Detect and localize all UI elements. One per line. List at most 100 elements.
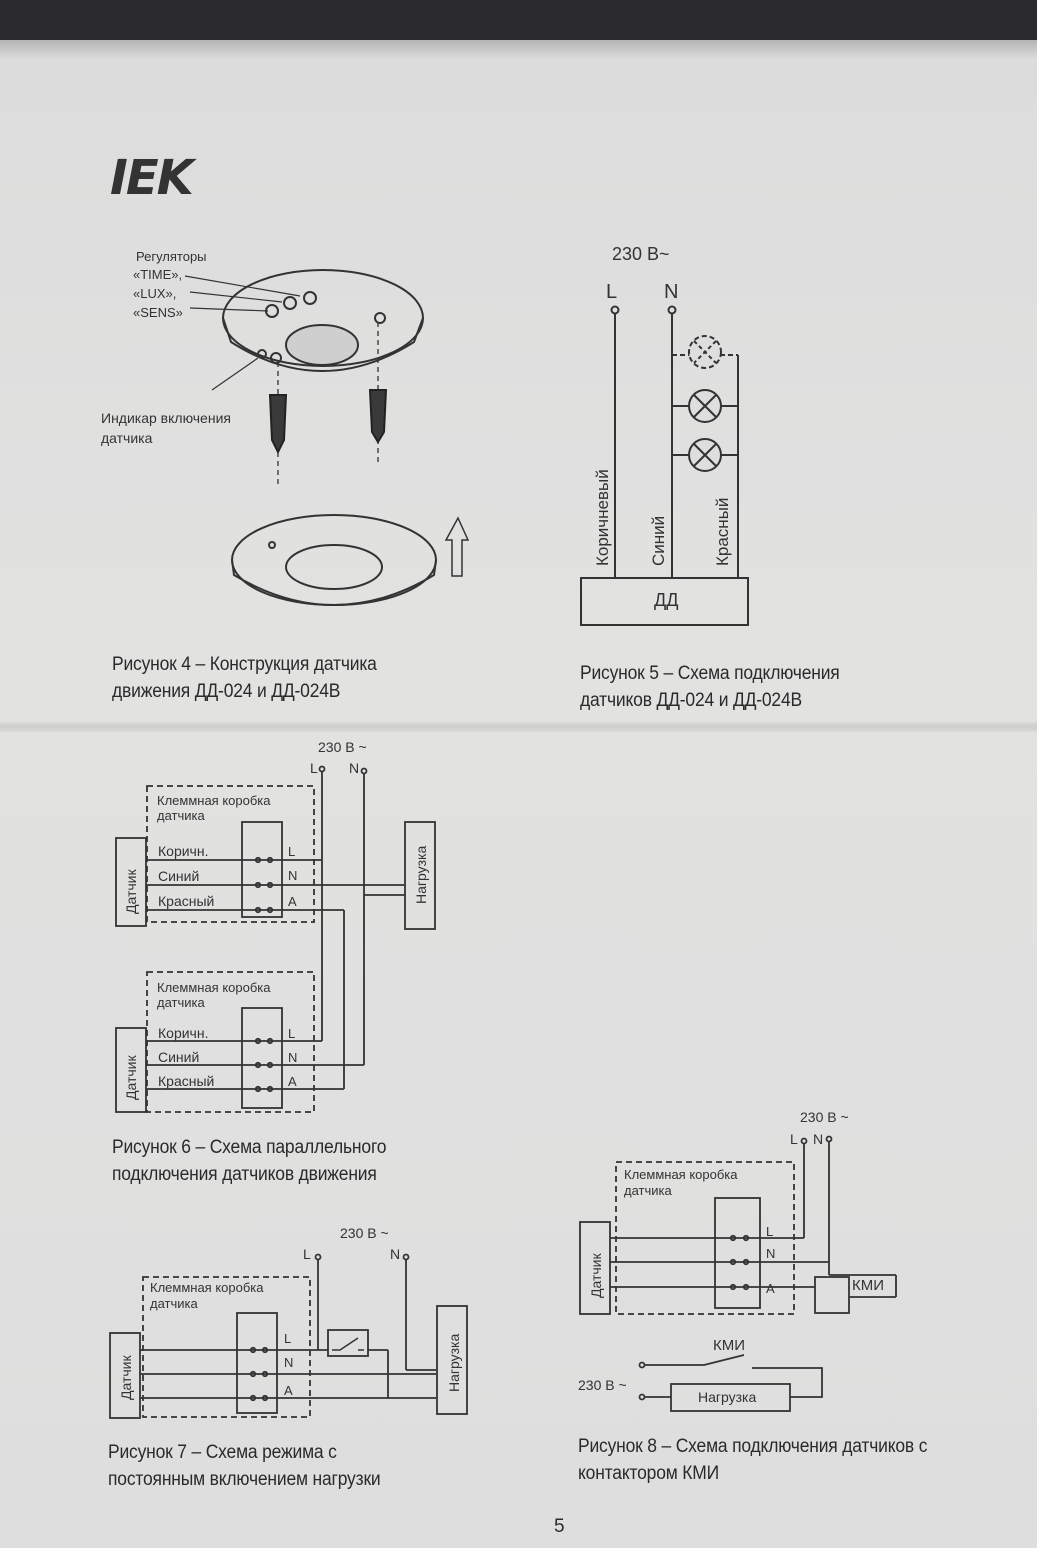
figure4-caption-line1: Рисунок 4 – Конструкция датчика xyxy=(112,654,377,675)
fig5-N: N xyxy=(664,281,678,303)
terminal-dot xyxy=(402,1253,410,1261)
figure6-caption-line2: подключения датчиков движения xyxy=(112,1164,377,1185)
sensor-body-side xyxy=(222,317,424,372)
figure7-caption-line1: Рисунок 7 – Схема режима с xyxy=(108,1442,337,1463)
lamp-icon xyxy=(688,389,722,423)
sensor-box-fig7 xyxy=(109,1332,141,1419)
lux-label: «LUX», xyxy=(133,286,176,301)
time-label: «TIME», xyxy=(133,267,182,282)
terminal-block-1 xyxy=(241,821,283,918)
figure5-caption-line1: Рисунок 5 – Схема подключения xyxy=(580,663,840,684)
fig8-term-N: N xyxy=(766,1246,775,1261)
indicator-label: Индикар включения xyxy=(101,410,231,426)
leader-line xyxy=(211,357,259,391)
regulator-knob xyxy=(303,291,317,305)
fig8-L: L xyxy=(790,1131,798,1147)
figure4-caption-line2: движения ДД-024 и ДД-024В xyxy=(112,681,341,702)
figure5-caption-line2: датчиков ДД-024 и ДД-024В xyxy=(580,690,802,711)
fig6-brown-1: Коричн. xyxy=(158,843,208,859)
figure5-drawing: 230 В~ L N ДД Коричневый Синий Красный xyxy=(580,244,749,626)
fig6-L: L xyxy=(310,760,318,776)
base-plate xyxy=(231,514,437,606)
fig6-red-2: Красный xyxy=(158,1073,214,1089)
fig7-voltage: 230 В ~ xyxy=(340,1225,389,1241)
figure8-caption-line1: Рисунок 8 – Схема подключения датчиков с xyxy=(578,1436,928,1457)
terminal-box-1 xyxy=(146,785,315,923)
screw-icon xyxy=(268,362,288,485)
fig7-term-L: L xyxy=(284,1331,291,1346)
load-box-fig8 xyxy=(670,1383,791,1412)
fig6-red-1: Красный xyxy=(158,893,214,909)
fig5-device: ДД xyxy=(654,590,678,610)
page-shadow xyxy=(0,40,1037,60)
base-plate-hole xyxy=(285,544,383,590)
fig6-box1-label2: датчика xyxy=(157,808,205,823)
base-screw-hole xyxy=(268,541,276,549)
figure8-caption: Рисунок 8 – Схема подключения датчиков с… xyxy=(578,1433,927,1487)
terminal-box-2 xyxy=(146,971,315,1113)
fig6-brown-2: Коричн. xyxy=(158,1025,208,1041)
fig8-box-label: Клеммная коробка xyxy=(624,1167,738,1182)
terminal-dot xyxy=(825,1135,833,1143)
regulators-label: Регуляторы xyxy=(136,249,207,264)
terminal-dot xyxy=(800,1137,808,1145)
fig8-box-label2: датчика xyxy=(624,1183,672,1198)
page-number: 5 xyxy=(554,1516,565,1537)
terminal-box-fig7 xyxy=(142,1276,311,1418)
fig6-voltage: 230 В ~ xyxy=(318,739,367,755)
fig6-sensor-1: Датчик xyxy=(123,869,139,914)
sens-label: «SENS» xyxy=(133,305,183,320)
terminal-dot xyxy=(314,1253,322,1261)
indicator-label-2: датчика xyxy=(101,430,153,446)
screw-hole xyxy=(374,312,386,324)
fig7-term-A: A xyxy=(284,1383,293,1398)
fig6-N: N xyxy=(349,760,359,776)
lamp-icon xyxy=(688,335,722,369)
fig7-L: L xyxy=(303,1246,311,1262)
fig8-N: N xyxy=(813,1131,823,1147)
sensor-box-1 xyxy=(115,837,147,927)
terminal-dot xyxy=(318,765,326,773)
figure7-caption: Рисунок 7 – Схема режима с постоянным вк… xyxy=(108,1439,381,1493)
screw-hole xyxy=(270,352,282,364)
fig8-term-L: L xyxy=(766,1224,773,1239)
figure6-caption: Рисунок 6 – Схема параллельного подключе… xyxy=(112,1134,386,1188)
fig6-term-A-2: A xyxy=(288,1074,297,1089)
terminal-dot xyxy=(667,305,677,315)
sensor-box-2 xyxy=(115,1027,147,1113)
leader-line xyxy=(189,291,283,303)
fig5-wire-red: Красный xyxy=(713,498,732,566)
iek-logo: IEK xyxy=(110,150,194,206)
terminal-dot xyxy=(610,305,620,315)
terminal-block-2 xyxy=(241,1007,283,1109)
fig8-load: Нагрузка xyxy=(698,1389,756,1405)
terminal-dot xyxy=(638,1393,646,1401)
fig6-term-L-1: L xyxy=(288,844,295,859)
fig6-blue-1: Синий xyxy=(158,868,199,884)
fig6-box2-label: Клеммная коробка xyxy=(157,980,271,995)
fig7-load: Нагрузка xyxy=(446,1334,462,1392)
lamp-icon xyxy=(688,438,722,472)
switch-icon xyxy=(332,1337,364,1351)
fig8-contactor: КМИ xyxy=(852,1277,884,1294)
leader-line xyxy=(184,275,301,297)
fig6-term-N-1: N xyxy=(288,868,297,883)
figure5-caption: Рисунок 5 – Схема подключения датчиков Д… xyxy=(580,660,840,714)
sensor-lens xyxy=(285,324,359,366)
sensor-box-fig8 xyxy=(579,1221,611,1315)
screw-icon xyxy=(368,322,388,465)
figure8-caption-line2: контактором КМИ xyxy=(578,1463,719,1484)
fig6-term-L-2: L xyxy=(288,1026,295,1041)
load-box xyxy=(404,821,436,930)
fig6-term-A-1: A xyxy=(288,894,297,909)
fig6-box1-label: Клеммная коробка xyxy=(157,793,271,808)
fig7-sensor: Датчик xyxy=(118,1355,134,1400)
leader-line xyxy=(189,307,269,312)
fig8-contactor-top: КМИ xyxy=(713,1337,745,1354)
fig8-sensor: Датчик xyxy=(588,1253,604,1298)
dd-device-box xyxy=(580,577,749,626)
base-plate-side xyxy=(231,559,437,606)
fig7-box-label: Клеммная коробка xyxy=(150,1280,264,1295)
fig8-term-A: A xyxy=(766,1281,775,1296)
figure6-caption-line1: Рисунок 6 – Схема параллельного xyxy=(112,1137,387,1158)
